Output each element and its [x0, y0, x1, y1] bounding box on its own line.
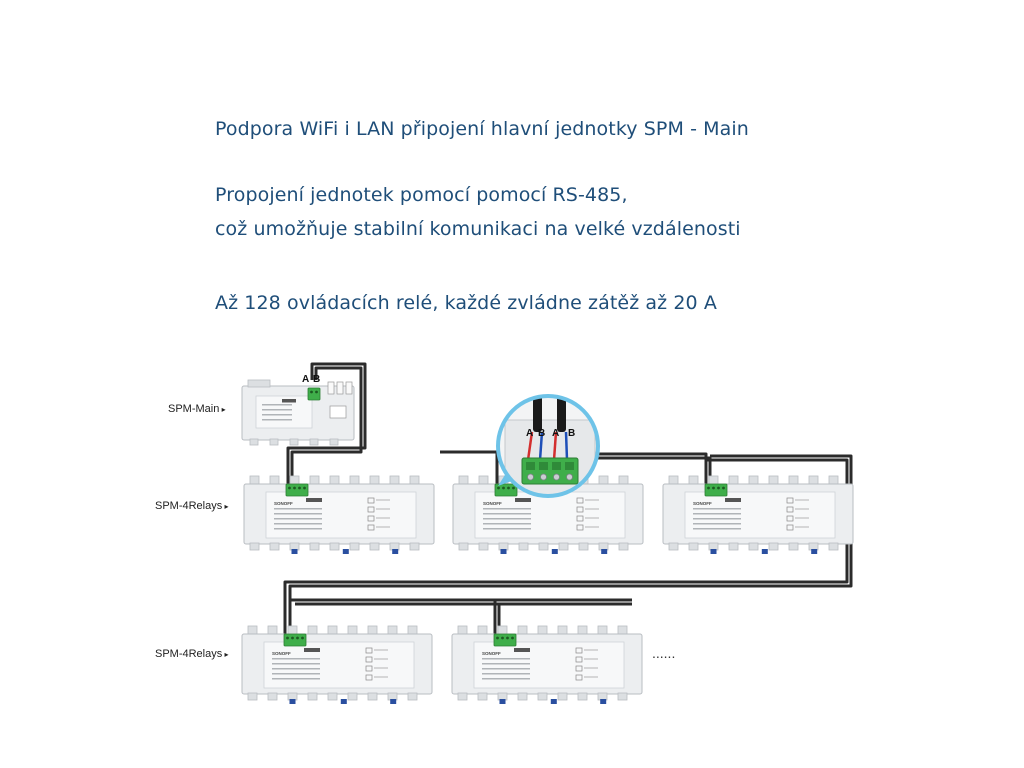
main-terminal-b-label: B — [313, 374, 320, 385]
brand-mark: SONOFF — [272, 651, 291, 656]
spm-4relays-r2-1: SONOFF — [241, 625, 433, 704]
bus-wire-1 — [286, 362, 367, 484]
brand-mark: SONOFF — [483, 501, 502, 506]
continuation-dots: ...... — [652, 645, 675, 661]
main-terminal-a-label: A — [302, 374, 309, 385]
brand-mark: SONOFF — [274, 501, 293, 506]
rs485-bus-wires — [283, 362, 853, 634]
rs485-terminal — [285, 483, 309, 497]
spm-4relays-r1-1: SONOFF — [243, 475, 435, 554]
magnifier-terminal-label-1: A — [526, 428, 533, 439]
rs485-terminal — [493, 633, 517, 647]
spm-4relays-r2-2: SONOFF — [451, 625, 643, 704]
heading-rs485: Propojení jednotek pomocí pomocí RS-485, — [215, 184, 628, 206]
bus-wire-3 — [440, 450, 499, 484]
heading-communication: což umožňuje stabilní komunikaci na velk… — [215, 218, 741, 240]
brand-mark: SONOFF — [482, 651, 501, 656]
rs485-terminal — [494, 483, 518, 497]
rs485-terminal — [704, 483, 728, 497]
bus-wire-7 — [283, 458, 849, 634]
magnifier-terminal-label-3: A — [552, 428, 559, 439]
label-spm-4relays-row2: SPM-4Relays — [155, 648, 229, 660]
spm-4relays-r1-3: SONOFF — [662, 475, 854, 554]
label-spm-main: SPM-Main — [168, 403, 226, 415]
magnifier-ring — [496, 394, 600, 498]
bus-wire-6 — [288, 454, 853, 634]
brand-mark: SONOFF — [693, 501, 712, 506]
main-rs485-terminal — [307, 387, 321, 401]
rs485-terminal — [283, 633, 307, 647]
heading-relay-capacity: Až 128 ovládacích relé, každé zvládne zá… — [215, 292, 717, 314]
magnifier-terminal-label-4: B — [568, 428, 575, 439]
bus-wire-2 — [290, 366, 363, 484]
magnifier-terminal-label-2: B — [538, 428, 545, 439]
heading-wifi-lan: Podpora WiFi i LAN připojení hlavní jedn… — [215, 118, 749, 140]
label-spm-4relays-row1: SPM-4Relays — [155, 500, 229, 512]
